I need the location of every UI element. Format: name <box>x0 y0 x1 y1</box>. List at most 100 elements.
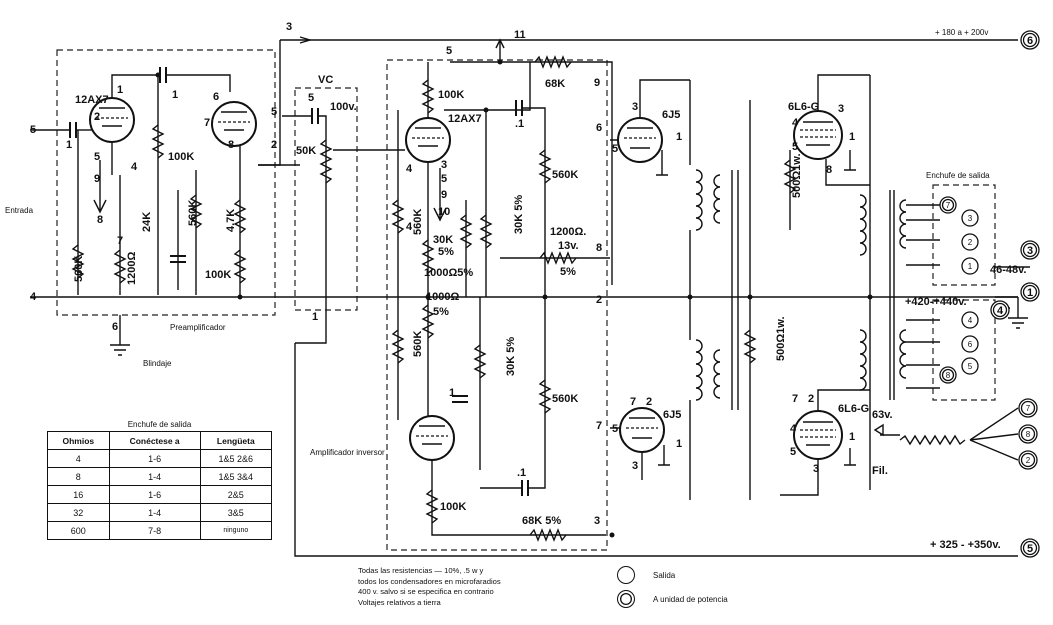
table-cell: 7-8 <box>108 521 201 540</box>
node-5-bus: 5 <box>446 45 452 57</box>
out-terminal-1[interactable]: 1 <box>1020 282 1040 302</box>
lbl-v-top: + 180 a + 200v <box>935 28 988 37</box>
xfmr2-sec-a <box>899 199 907 249</box>
xfmr2-sec-b <box>899 329 907 379</box>
svg-text:3: 3 <box>968 214 973 223</box>
socket-pin: 5 <box>961 357 979 375</box>
arrow-8-pre <box>93 160 107 214</box>
lbl-r-68k-bot: 68K 5% <box>522 515 561 527</box>
lbl-v-low: 46-48v. <box>990 264 1027 276</box>
table-cell: 32 <box>47 503 110 522</box>
lbl-r-5pct-d: 5% <box>560 266 576 278</box>
table-cell: 1&5 3&4 <box>199 467 273 486</box>
out-terminal-4[interactable]: 4 <box>990 300 1010 320</box>
r-30k-1 <box>459 214 473 249</box>
output-table: Enchufe de salida Ohmios Conéctese a Len… <box>47 420 273 540</box>
c-pre-2 <box>170 255 186 263</box>
r-68k-top <box>534 55 572 69</box>
r-4-7k <box>233 199 247 234</box>
pin-5-6l6: 5 <box>792 141 798 153</box>
pin-1-6j5b: 1 <box>676 438 682 450</box>
output-table-title: Enchufe de salida <box>127 420 192 429</box>
table-cell: 4 <box>47 449 110 468</box>
power-wires <box>880 407 1019 461</box>
node-2-vc: 2 <box>271 139 277 151</box>
xfmr2-pri-a <box>859 194 867 256</box>
socket-pin: 1 <box>961 257 979 275</box>
power-pin: 8 <box>1018 424 1038 444</box>
ground-shield <box>110 315 130 356</box>
table-header: Lengüeta <box>199 431 273 450</box>
out-terminal-3[interactable]: 3 <box>1020 240 1040 260</box>
pin-7-6j5b: 7 <box>630 396 636 408</box>
tube-12ax7-pre-b <box>211 101 257 147</box>
pin-8-6l6: 8 <box>826 164 832 176</box>
lbl-r-24k: 24K <box>141 212 153 232</box>
pin-2-6j5b: 2 <box>646 396 652 408</box>
pin-3-inv: 3 <box>441 159 447 171</box>
xfmr2-core <box>889 190 895 400</box>
table-row: 16 1-6 2&5 <box>47 485 273 504</box>
socket-pin: 7 <box>939 196 957 214</box>
node-1-vc: 1 <box>312 311 318 323</box>
lbl-c-vc: 5 <box>308 92 314 104</box>
label-amp-inversor: Amplificador inversor <box>310 448 385 457</box>
tube-6j5-top-el <box>627 127 653 149</box>
table-cell: 1&5 2&6 <box>199 449 273 468</box>
output-table-grid: Ohmios Conéctese a Lengüeta 4 1-6 1&5 2&… <box>47 431 273 540</box>
label-blindaje: Blindaje <box>143 359 172 368</box>
power-connector-pins[interactable]: 7 8 2 <box>1018 398 1038 470</box>
svg-text:4: 4 <box>968 316 973 325</box>
c-vc <box>311 108 319 124</box>
table-row: 8 1-4 1&5 3&4 <box>47 467 273 486</box>
tube-6l6g-top <box>793 110 843 160</box>
pin-10-inv: 10 <box>438 206 450 218</box>
out-terminal-6[interactable]: 6 <box>1020 30 1040 50</box>
node-5-in: 5 <box>30 124 36 136</box>
pin-1-6j5: 1 <box>676 131 682 143</box>
svg-text:5: 5 <box>1027 543 1033 555</box>
inv-30k-lines <box>465 110 487 297</box>
svg-text:6: 6 <box>1027 35 1033 47</box>
lbl-r-30k-3: 30K 5% <box>505 337 517 376</box>
socket-top-pins: 7 3 2 1 <box>939 196 979 275</box>
label-6j5-bot: 6J5 <box>663 409 681 421</box>
pin-1-pre: 1 <box>117 84 123 96</box>
out-terminal-5[interactable]: 5 <box>1020 538 1040 558</box>
svg-text:8: 8 <box>946 371 951 380</box>
power-pin: 7 <box>1018 398 1038 418</box>
lbl-r-500-top: 500Ω1w. <box>791 154 803 199</box>
legend-row-salida: Salida <box>617 563 728 587</box>
r-68k-bot <box>529 528 567 542</box>
pin-9-pre: 9 <box>94 173 100 185</box>
bus-325v <box>294 343 1018 557</box>
socket-bottom-pins: 4 6 8 5 <box>939 311 979 384</box>
tube-pre-b-elements <box>221 111 247 131</box>
pin-7-pre: 7 <box>117 235 123 247</box>
label-vc: VC <box>318 74 333 86</box>
xfmr1-core <box>731 170 739 410</box>
node-5-vc: 5 <box>271 106 277 118</box>
r-560k-d2 <box>538 379 552 414</box>
lbl-r-100k-pre2: 100K <box>205 269 231 281</box>
table-cell: ninguno <box>199 521 273 540</box>
svg-text:4: 4 <box>997 305 1004 317</box>
node-4-in: 4 <box>30 291 37 303</box>
c-inv-top-out <box>522 107 546 300</box>
pin-8b-pre: 8 <box>228 139 234 151</box>
lbl-r-68k-top: 68K <box>545 78 565 90</box>
lbl-fil: Fil. <box>872 465 888 477</box>
r-560k-inv2 <box>391 329 405 364</box>
pin-4b-inv: 4 <box>406 221 413 233</box>
table-row: 600 7-8 ninguno <box>47 521 273 540</box>
arrow-3 <box>299 36 313 44</box>
xfmr1-coil-a <box>695 169 703 231</box>
r-560k-pre <box>189 194 203 229</box>
r-500-bot <box>743 329 757 364</box>
xfmr2-pri-b <box>859 329 867 391</box>
pin-4-6l6: 4 <box>792 117 799 129</box>
lbl-r-50k-vc: 50K <box>296 145 316 157</box>
c-in <box>69 122 77 138</box>
lbl-v-mid: +420-+440v. <box>905 296 967 308</box>
